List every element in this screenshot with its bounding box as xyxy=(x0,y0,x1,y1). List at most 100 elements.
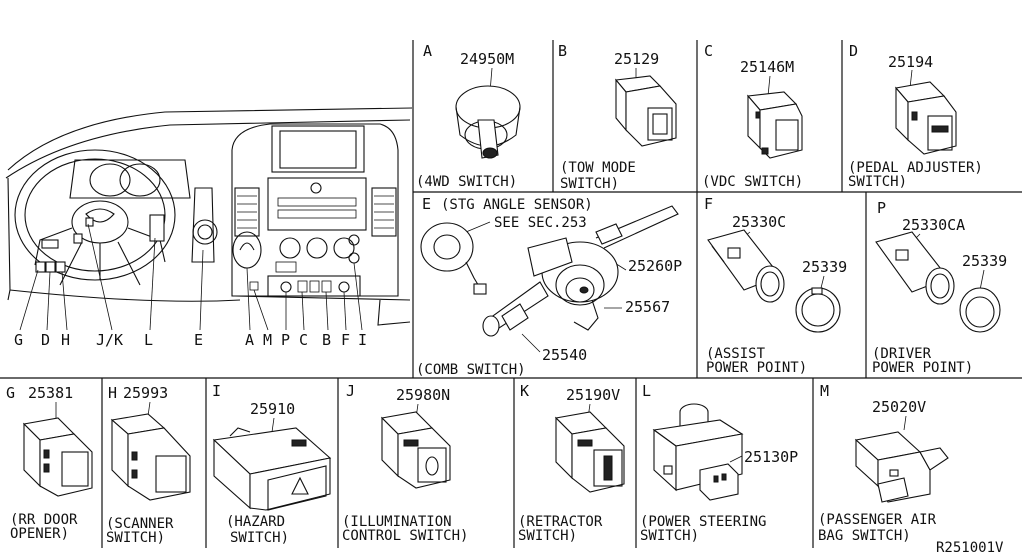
caption-line: SWITCH) xyxy=(106,530,165,546)
panel-h: H 25993 (SCANNER SWITCH) xyxy=(106,384,191,546)
vdc-switch-drawing xyxy=(746,75,803,159)
driver-power-point-cap-drawing xyxy=(959,269,1001,333)
assist-power-point-socket-drawing xyxy=(707,229,785,303)
panel-letter: E xyxy=(422,195,431,213)
part-number: 25339 xyxy=(962,252,1007,270)
assist-power-point-cap-drawing xyxy=(795,275,841,333)
see-sec-label: SEE SEC.253 xyxy=(494,215,587,231)
panel-a: A 24950M (4WD SWITCH) xyxy=(416,42,521,190)
part-number: 25910 xyxy=(250,400,295,418)
panel-letter: A xyxy=(423,42,432,60)
panel-d: D 25194 (PEDAL ADJUSTER) SWITCH) xyxy=(848,42,983,190)
steering-angle-sensor-drawing xyxy=(420,221,491,295)
part-number: 25146M xyxy=(740,58,794,76)
panel-e: E (STG ANGLE SENSOR) SEE SEC.253 25260P … xyxy=(416,195,682,378)
rr-door-opener-switch-drawing xyxy=(22,402,93,497)
scanner-switch-drawing xyxy=(110,401,191,501)
caption-line: (SCANNER xyxy=(106,516,174,532)
panel-letter: F xyxy=(704,195,713,213)
panel-letter: G xyxy=(6,384,15,402)
caption-line: (DRIVER xyxy=(872,346,932,362)
caption-line: (ASSIST xyxy=(706,346,766,362)
part-number: 24950M xyxy=(460,50,514,68)
diagram-id: R251001V xyxy=(936,540,1004,556)
panel-p: P 25330CA 25339 (DRIVER POWER POINT) xyxy=(872,199,1007,376)
part-number: 25020V xyxy=(872,398,926,416)
caption-line: (HAZARD xyxy=(226,514,285,530)
caption-line: (PEDAL ADJUSTER) xyxy=(848,160,983,176)
panel-g: G 25381 (RR DOOR OPENER) xyxy=(6,384,93,542)
caption-line: POWER POINT) xyxy=(706,360,807,376)
panel-c: C 25146M (VDC SWITCH) xyxy=(702,42,803,190)
callout-F: F xyxy=(341,331,350,349)
driver-power-point-socket-drawing xyxy=(875,231,955,305)
caption-line: (RETRACTOR xyxy=(518,514,603,530)
caption-line: BAG SWITCH) xyxy=(818,528,911,544)
dashboard-overview xyxy=(5,107,413,331)
panel-m: M 25020V (PASSENGER AIR BAG SWITCH) xyxy=(818,382,949,544)
caption-line: (4WD SWITCH) xyxy=(416,174,517,190)
panel-letter: H xyxy=(108,384,117,402)
callout-A: A xyxy=(245,331,254,349)
panel-b: B 25129 (TOW MODE SWITCH) xyxy=(558,42,677,192)
comb-switch-drawing xyxy=(482,205,679,353)
part-number: 25339 xyxy=(802,258,847,276)
caption-line: (VDC SWITCH) xyxy=(702,174,803,190)
part-number: 25567 xyxy=(625,298,670,316)
panel-letter: I xyxy=(212,382,221,400)
panel-letter: K xyxy=(520,382,529,400)
caption-line: SWITCH) xyxy=(518,528,577,544)
panel-l: L 25130P (POWER STEERING SWITCH) xyxy=(640,382,798,544)
panel-f: F 25330C 25339 (ASSIST POWER POINT) xyxy=(704,195,847,376)
callout-B: B xyxy=(322,331,331,349)
part-number: 25980N xyxy=(396,386,450,404)
part-number: 25540 xyxy=(542,346,587,364)
panel-i: I 25910 (HAZARD SWITCH) xyxy=(212,382,332,546)
panel-letter: L xyxy=(642,382,651,400)
panel-letter: M xyxy=(820,382,829,400)
callout-C: C xyxy=(299,331,308,349)
callout-I: I xyxy=(358,331,367,349)
retractor-switch-drawing xyxy=(554,403,625,493)
part-number: 25130P xyxy=(744,448,798,466)
panel-grid xyxy=(0,40,1022,548)
caption-line: SWITCH) xyxy=(848,174,907,190)
panel-letter: J xyxy=(346,382,355,400)
callout-D: D xyxy=(41,331,50,349)
pedal-adjuster-switch-drawing xyxy=(894,69,957,155)
caption-line: (COMB SWITCH) xyxy=(416,362,526,378)
callout-H: H xyxy=(61,331,70,349)
caption-line: (PASSENGER AIR xyxy=(818,512,937,528)
callout-JK: J/K xyxy=(96,331,123,349)
part-number: 25260P xyxy=(628,257,682,275)
passenger-airbag-switch-drawing xyxy=(854,415,949,503)
caption-line: SWITCH) xyxy=(640,528,699,544)
dash-callouts: G D H J/K L E A M P C B F I xyxy=(14,331,367,349)
callout-M: M xyxy=(263,331,272,349)
part-number: 25194 xyxy=(888,53,933,71)
callout-L: L xyxy=(144,331,153,349)
callout-P: P xyxy=(281,331,290,349)
caption-line: SWITCH) xyxy=(560,176,619,192)
stg-angle-sensor-label: (STG ANGLE SENSOR) xyxy=(441,197,593,213)
panel-letter: C xyxy=(704,42,713,60)
4wd-switch-drawing xyxy=(455,67,521,159)
caption-line: (TOW MODE xyxy=(560,160,636,176)
part-number: 25129 xyxy=(614,50,659,68)
part-number: 25330CA xyxy=(902,216,965,234)
caption-line: OPENER) xyxy=(10,526,69,542)
panel-letter: D xyxy=(849,42,858,60)
illumination-control-switch-drawing xyxy=(380,403,451,489)
part-number: 25381 xyxy=(28,384,73,402)
caption-line: (ILLUMINATION xyxy=(342,514,452,530)
panel-letter: P xyxy=(877,199,886,217)
part-number: 25190V xyxy=(566,386,620,404)
panel-k: K 25190V (RETRACTOR SWITCH) xyxy=(518,382,625,544)
hazard-switch-drawing xyxy=(212,417,332,511)
panel-letter: B xyxy=(558,42,567,60)
caption-line: (POWER STEERING xyxy=(640,514,766,530)
panel-j: J 25980N (ILLUMINATION CONTROL SWITCH) xyxy=(342,382,468,544)
callout-E: E xyxy=(194,331,203,349)
